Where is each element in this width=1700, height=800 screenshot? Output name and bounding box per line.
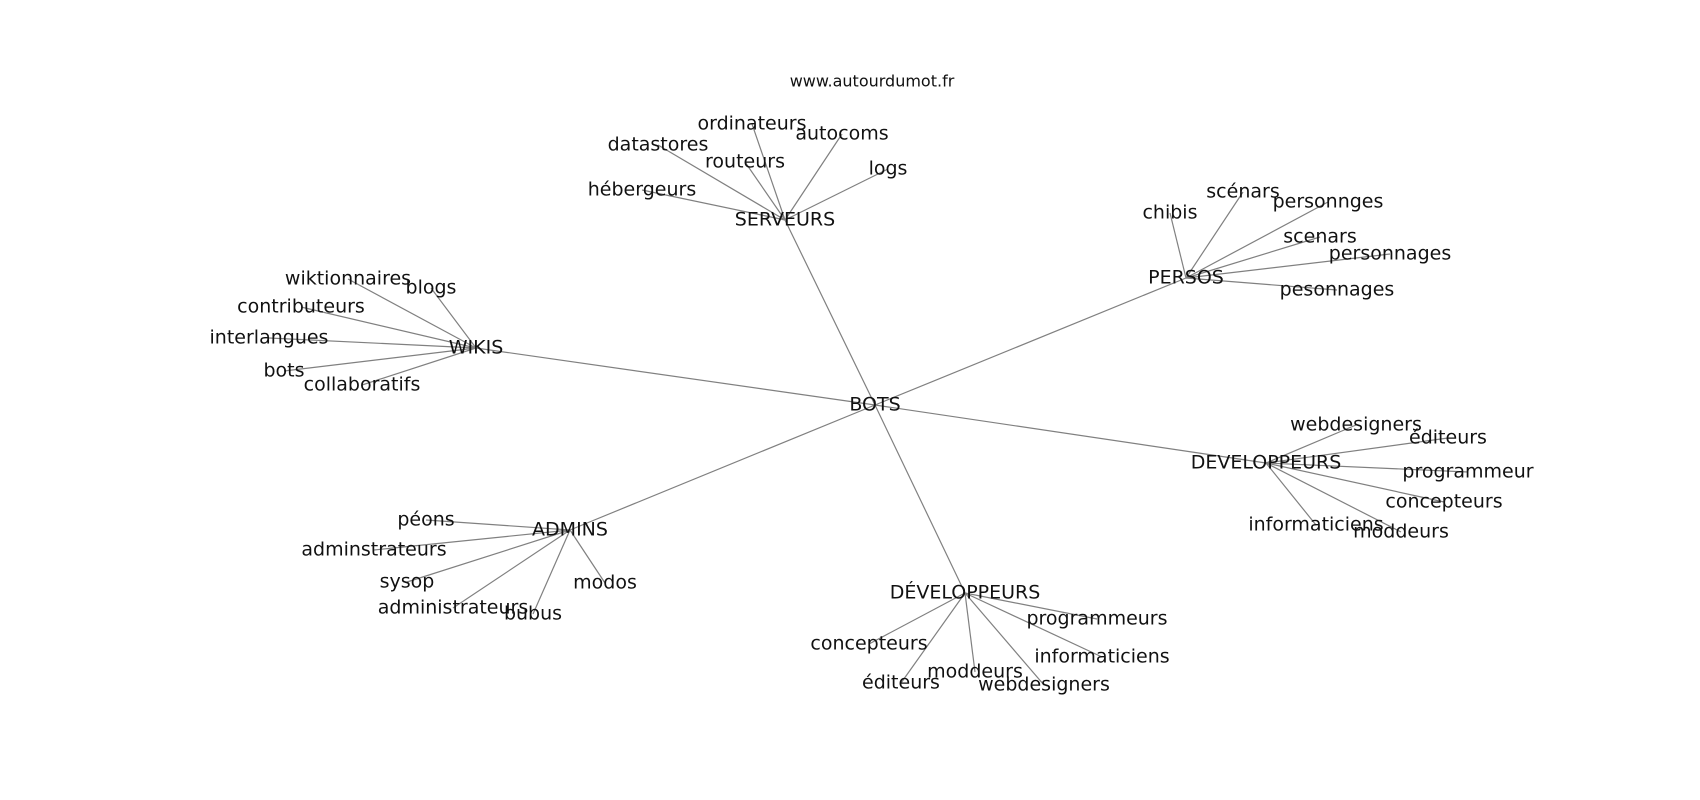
leaf-node-label: personnges bbox=[1273, 191, 1384, 213]
leaf-node-label: modos bbox=[573, 572, 637, 594]
root-node-label: BOTS bbox=[849, 394, 900, 416]
leaf-node-label: autocoms bbox=[795, 123, 888, 145]
edge-root-hub bbox=[569, 404, 876, 531]
website-credit: www.autourdumot.fr bbox=[790, 72, 955, 91]
edge-hub-leaf bbox=[1265, 424, 1357, 464]
hub-node-label: PERSOS bbox=[1148, 267, 1224, 289]
leaf-node-label: ordinateurs bbox=[697, 113, 806, 135]
leaf-node-label: scénars bbox=[1206, 181, 1279, 203]
edge-hub-leaf bbox=[430, 287, 477, 349]
edge-hub-leaf bbox=[964, 592, 1045, 686]
edge-hub-leaf bbox=[641, 189, 786, 221]
edge-hub-leaf bbox=[569, 529, 606, 584]
leaf-node-label: bubus bbox=[504, 603, 562, 625]
leaf-node-label: adminstrateurs bbox=[301, 539, 446, 561]
leaf-node-label: collaboratifs bbox=[304, 374, 421, 396]
leaf-node-label: interlangues bbox=[210, 327, 329, 349]
leaf-node-label: webdesigners bbox=[978, 674, 1110, 696]
leaf-node-label: scenars bbox=[1283, 226, 1356, 248]
edge-hub-leaf bbox=[868, 592, 966, 645]
leaf-node-label: sysop bbox=[380, 571, 435, 593]
edge-hub-leaf bbox=[1265, 462, 1402, 533]
leaf-node-label: blogs bbox=[406, 277, 457, 299]
edge-hub-leaf bbox=[373, 529, 571, 551]
leaf-node-label: personnages bbox=[1329, 243, 1451, 265]
leaf-node-label: administrateurs bbox=[378, 597, 529, 619]
edge-hub-leaf bbox=[1265, 437, 1449, 464]
leaf-node-label: hébergeurs bbox=[588, 179, 696, 201]
edge-hub-leaf bbox=[268, 337, 477, 349]
leaf-node-label: wiktionnaires bbox=[285, 268, 411, 290]
edge-hub-leaf bbox=[964, 592, 1098, 620]
leaf-node-label: contributeurs bbox=[237, 296, 365, 318]
edge-root-hub bbox=[874, 404, 966, 594]
edge-hub-leaf bbox=[751, 123, 786, 221]
edge-hub-leaf bbox=[452, 529, 571, 609]
edge-hub-leaf bbox=[1185, 201, 1329, 279]
leaf-node-label: concepteurs bbox=[810, 633, 927, 655]
leaf-node-label: informaticiens bbox=[1034, 646, 1169, 668]
edge-hub-leaf bbox=[1185, 191, 1244, 279]
hub-node-label: SERVEURS bbox=[735, 209, 835, 231]
hub-node-label: ADMINS bbox=[532, 519, 608, 541]
edge-hub-leaf bbox=[1265, 462, 1445, 503]
edge-hub-leaf bbox=[784, 168, 889, 221]
leaf-node-label: routeurs bbox=[705, 151, 785, 173]
leaf-node-label: pesonnages bbox=[1280, 279, 1395, 301]
edge-root-hub bbox=[874, 404, 1267, 464]
hub-node-label: WIKIS bbox=[449, 337, 504, 359]
edge-hub-leaf bbox=[1185, 236, 1321, 279]
leaf-node-label: éditeurs bbox=[862, 672, 940, 694]
edge-root-hub bbox=[475, 347, 876, 406]
leaf-node-label: péons bbox=[397, 509, 454, 531]
edge-hub-leaf bbox=[425, 519, 571, 531]
edge-hub-leaf bbox=[1185, 253, 1391, 279]
edge-hub-leaf bbox=[1185, 277, 1338, 291]
leaf-node-label: informaticiens bbox=[1248, 514, 1383, 536]
edge-hub-leaf bbox=[657, 144, 786, 221]
edge-root-hub bbox=[784, 219, 876, 406]
leaf-node-label: éditeurs bbox=[1409, 427, 1487, 449]
edge-hub-leaf bbox=[406, 529, 571, 583]
leaf-node-label: programmeurs bbox=[1026, 608, 1167, 630]
leaf-node-label: datastores bbox=[608, 134, 709, 156]
leaf-node-label: logs bbox=[869, 158, 908, 180]
edge-hub-leaf bbox=[784, 133, 843, 221]
edge-hub-leaf bbox=[300, 306, 477, 349]
leaf-node-label: moddeurs bbox=[927, 661, 1023, 683]
graph-edges bbox=[268, 123, 1469, 686]
hub-node-label: DÉVELOPPEURS bbox=[890, 581, 1041, 604]
edge-hub-leaf bbox=[361, 347, 477, 386]
leaf-node-label: chibis bbox=[1142, 202, 1197, 224]
edge-root-hub bbox=[874, 277, 1187, 406]
leaf-node-label: bots bbox=[263, 360, 304, 382]
hub-node-label: DEVELOPPEURS bbox=[1191, 452, 1342, 474]
edge-hub-leaf bbox=[1265, 462, 1317, 526]
edge-hub-leaf bbox=[532, 529, 571, 615]
edge-hub-leaf bbox=[964, 592, 1103, 658]
edge-hub-leaf bbox=[900, 592, 966, 684]
edge-hub-leaf bbox=[283, 347, 477, 372]
leaf-node-label: programmeur bbox=[1402, 461, 1533, 483]
edge-hub-leaf bbox=[347, 278, 477, 349]
leaf-node-label: concepteurs bbox=[1385, 491, 1502, 513]
edge-hub-leaf bbox=[744, 161, 786, 221]
edge-hub-leaf bbox=[1169, 212, 1187, 279]
edge-hub-leaf bbox=[1265, 462, 1469, 473]
leaf-node-label: moddeurs bbox=[1353, 521, 1449, 543]
leaf-node-label: webdesigners bbox=[1290, 414, 1422, 436]
edge-hub-leaf bbox=[964, 592, 976, 673]
